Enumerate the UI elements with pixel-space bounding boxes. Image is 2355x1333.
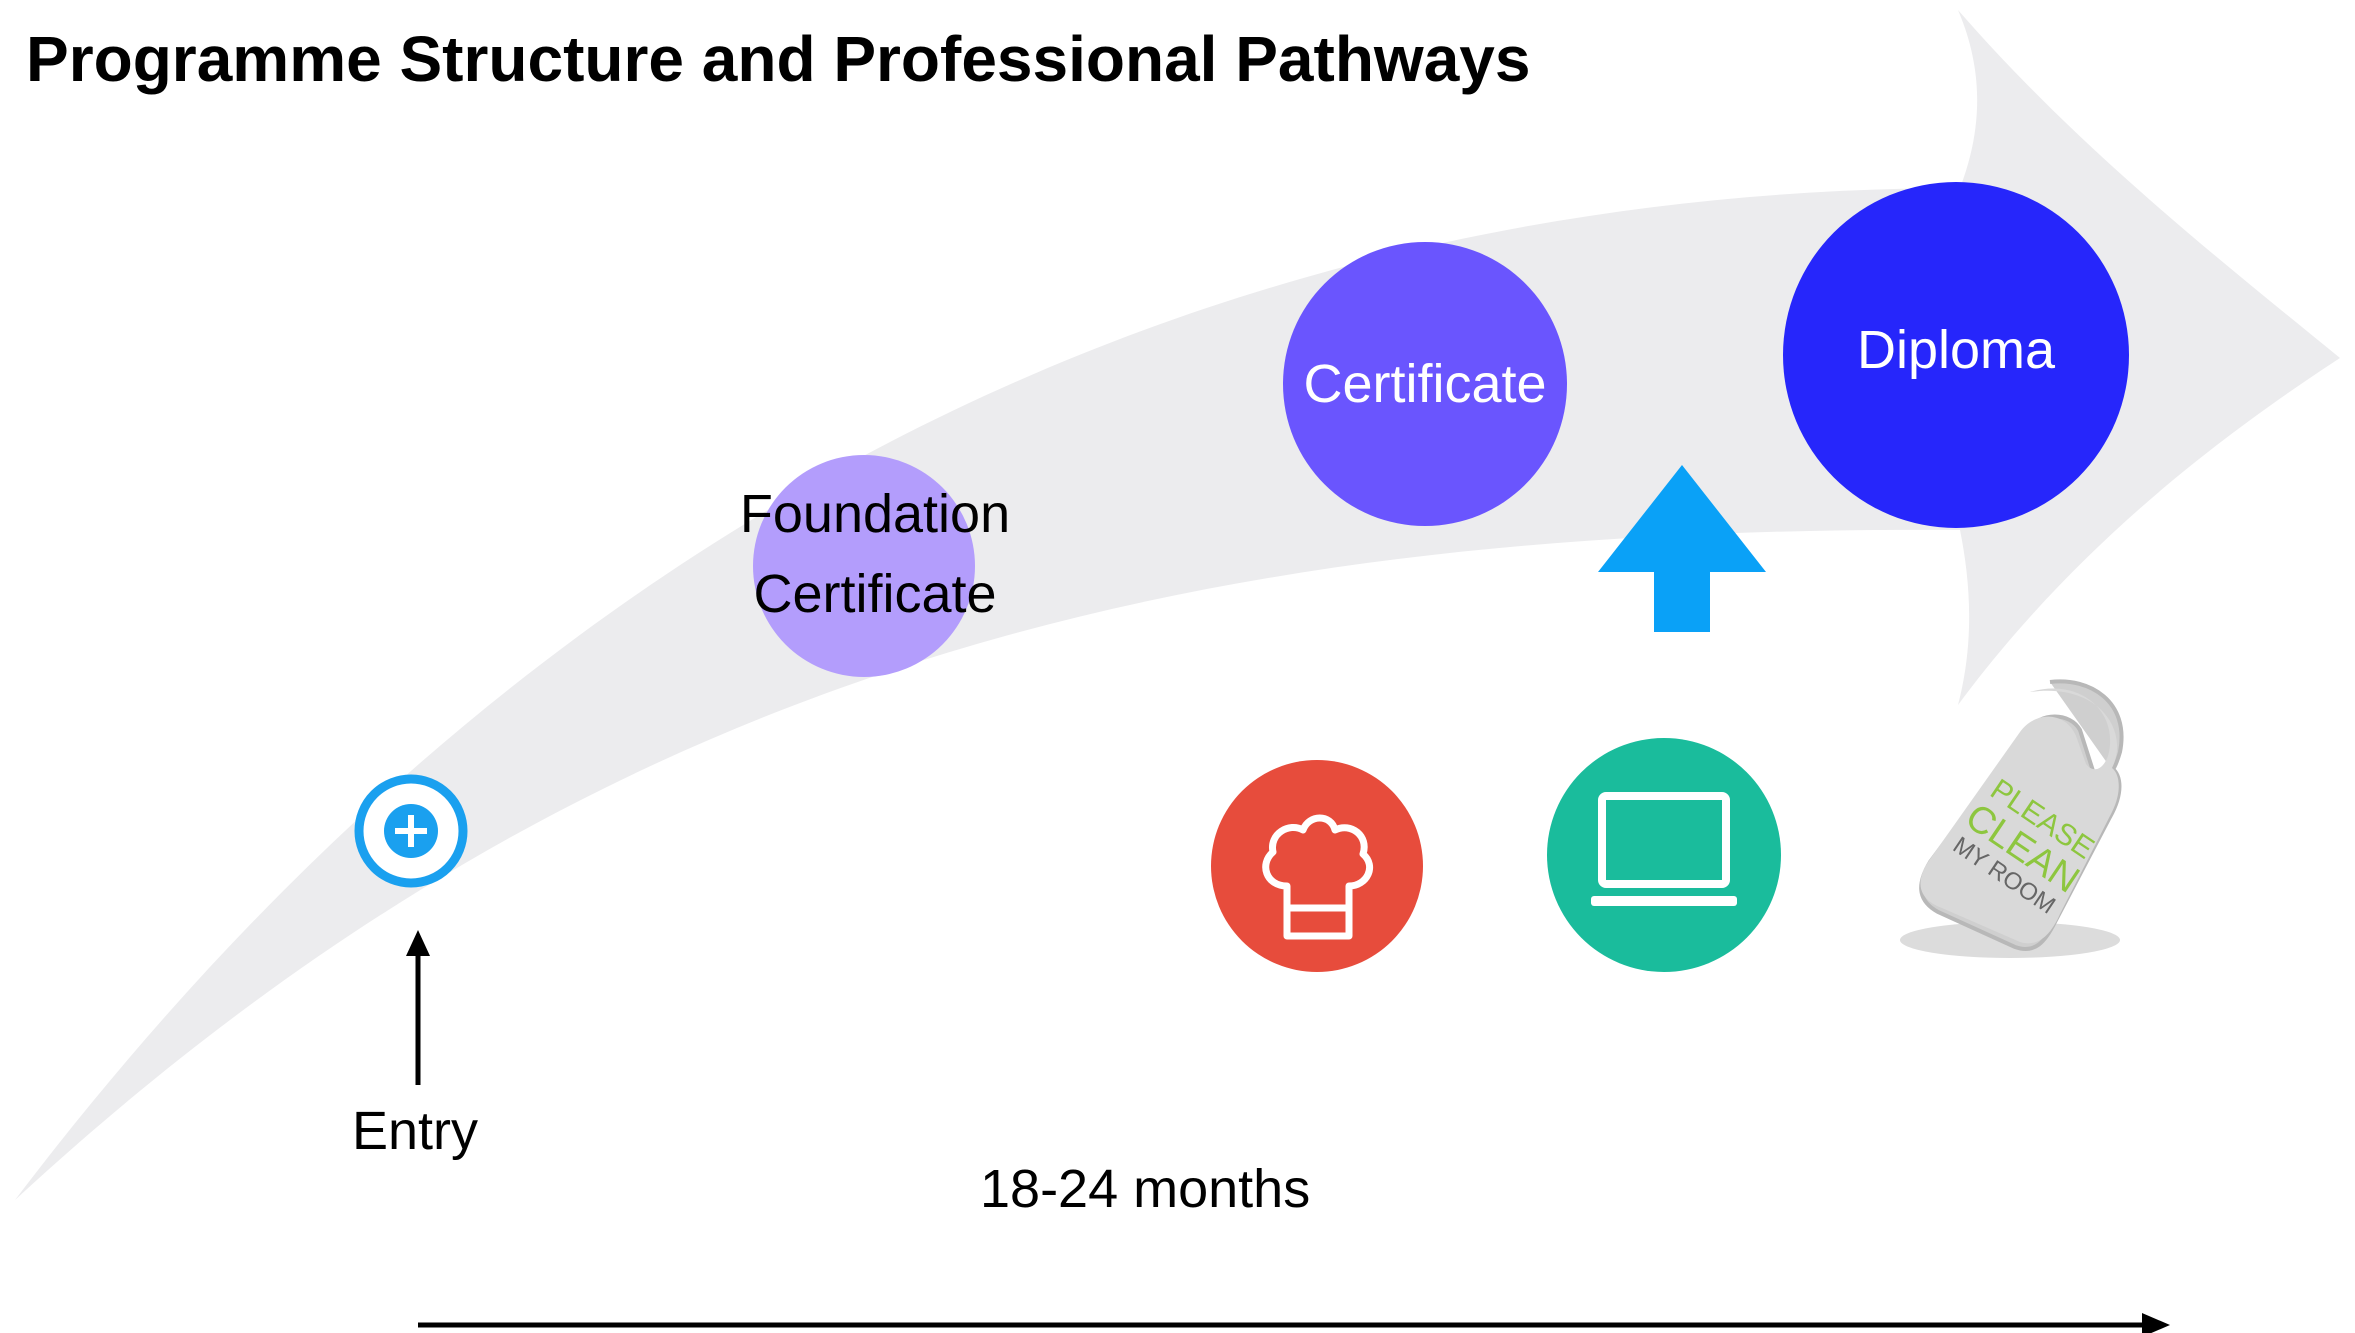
certificate-node: Certificate	[1283, 242, 1567, 526]
page-title: Programme Structure and Professional Pat…	[26, 23, 1531, 95]
chef-hat-icon	[1211, 760, 1423, 972]
laptop-icon	[1547, 738, 1781, 972]
foundation-certificate-node	[753, 455, 975, 677]
progression-up-arrow	[1598, 465, 1766, 632]
timeline-arrow-head	[2142, 1313, 2170, 1333]
foundation-certificate-label: Foundation Certificate	[700, 474, 1050, 634]
foundation-label-line2: Certificate	[753, 564, 997, 624]
diploma-node: Diploma	[1783, 182, 2129, 528]
diploma-label: Diploma	[1856, 320, 2056, 380]
foundation-label-line1: Foundation	[739, 484, 1011, 544]
entry-arrow-head	[406, 930, 430, 956]
swoosh-arrow-shape	[15, 10, 2340, 1200]
duration-label: 18-24 months	[980, 1159, 1311, 1219]
door-hanger-icon: PLEASE CLEAN MY ROOM	[1900, 679, 2124, 958]
plus-circle-icon	[354, 774, 468, 888]
entry-label: Entry	[352, 1101, 479, 1161]
certificate-label: Certificate	[1303, 354, 1547, 414]
